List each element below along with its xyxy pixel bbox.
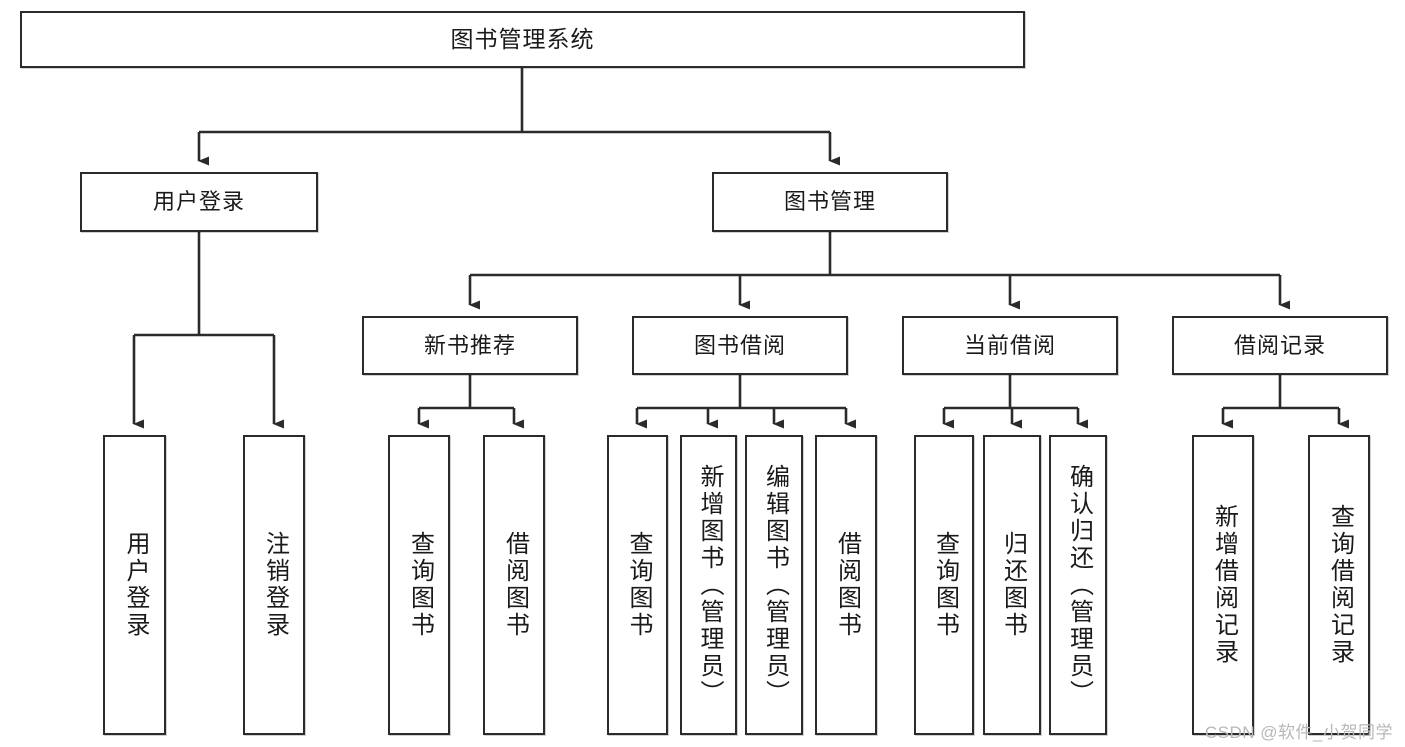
node-label: 当前借阅 — [963, 332, 1056, 358]
leaf-label: 新增图书（管理员） — [695, 463, 723, 707]
leaf-node[interactable]: 查询图书 — [914, 435, 974, 735]
leaf-node[interactable]: 归还图书 — [983, 435, 1041, 735]
leaf-node[interactable]: 查询借阅记录 — [1308, 435, 1370, 735]
node-label: 借阅记录 — [1233, 332, 1326, 358]
leaf-label: 查询图书 — [931, 531, 959, 639]
node-borrowing-records[interactable]: 借阅记录 — [1172, 316, 1388, 375]
leaf-label: 查询图书 — [624, 531, 652, 639]
leaf-label: 归还图书 — [999, 531, 1027, 639]
node-label: 图书管理系统 — [450, 26, 595, 53]
leaf-node[interactable]: 查询图书 — [388, 435, 450, 735]
node-book-management[interactable]: 图书管理 — [712, 172, 948, 232]
leaf-node[interactable]: 借阅图书 — [483, 435, 545, 735]
leaf-label: 注销登录 — [261, 531, 289, 639]
leaf-node[interactable]: 新增图书（管理员） — [680, 435, 737, 735]
leaf-node[interactable]: 确认归还（管理员） — [1049, 435, 1107, 735]
leaf-node[interactable]: 借阅图书 — [815, 435, 877, 735]
node-current-borrowing[interactable]: 当前借阅 — [902, 316, 1118, 375]
node-user-login[interactable]: 用户登录 — [80, 172, 318, 232]
node-root-library-system[interactable]: 图书管理系统 — [20, 11, 1025, 68]
leaf-label: 借阅图书 — [833, 531, 861, 639]
leaf-label: 查询图书 — [406, 531, 434, 639]
watermark-text: CSDN @软件_小贺同学 — [1204, 723, 1393, 742]
leaf-label: 新增借阅记录 — [1210, 504, 1238, 666]
node-new-book-recommendation[interactable]: 新书推荐 — [362, 316, 578, 375]
leaf-node[interactable]: 查询图书 — [607, 435, 668, 735]
leaf-node[interactable]: 新增借阅记录 — [1192, 435, 1254, 735]
node-label: 用户登录 — [152, 189, 245, 215]
node-book-borrowing[interactable]: 图书借阅 — [632, 316, 848, 375]
node-label: 图书借阅 — [693, 332, 786, 358]
leaf-label: 编辑图书（管理员） — [761, 463, 789, 707]
node-label: 图书管理 — [783, 189, 876, 215]
leaf-label: 确认归还（管理员） — [1065, 463, 1093, 707]
leaf-label: 用户登录 — [121, 531, 149, 639]
leaf-label: 查询借阅记录 — [1326, 504, 1354, 666]
leaf-node[interactable]: 用户登录 — [103, 435, 166, 735]
leaf-node[interactable]: 编辑图书（管理员） — [745, 435, 803, 735]
leaf-label: 借阅图书 — [501, 531, 529, 639]
leaf-node[interactable]: 注销登录 — [243, 435, 305, 735]
node-label: 新书推荐 — [423, 332, 516, 358]
